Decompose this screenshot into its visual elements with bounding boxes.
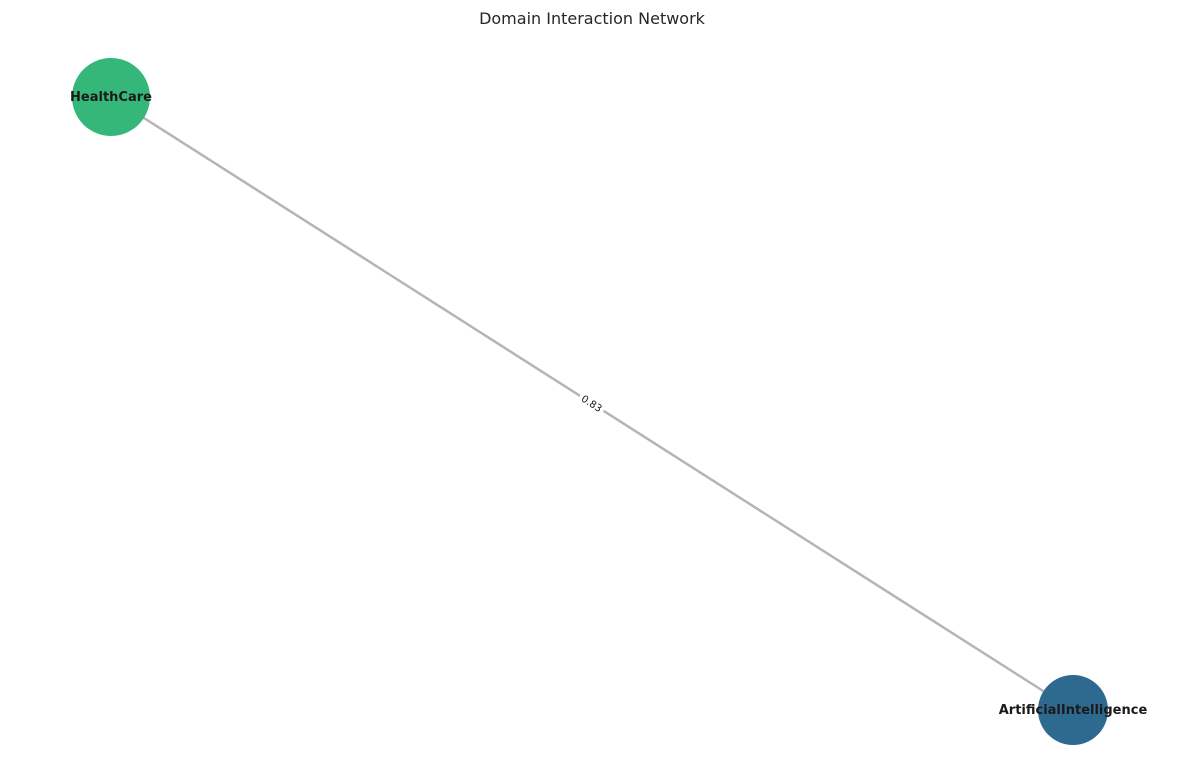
node-artificial-intelligence: ArtificialIntelligence: [999, 675, 1148, 745]
node-label: HealthCare: [70, 90, 152, 105]
edge-label-background: [576, 389, 608, 417]
node-circle: [72, 58, 150, 136]
node-healthcare: HealthCare: [70, 58, 152, 136]
edge-healthcare-ai: 0.83: [110, 95, 1074, 712]
node-circle: [1038, 675, 1108, 745]
diagram-title: Domain Interaction Network: [479, 9, 706, 28]
node-label: ArtificialIntelligence: [999, 703, 1148, 718]
